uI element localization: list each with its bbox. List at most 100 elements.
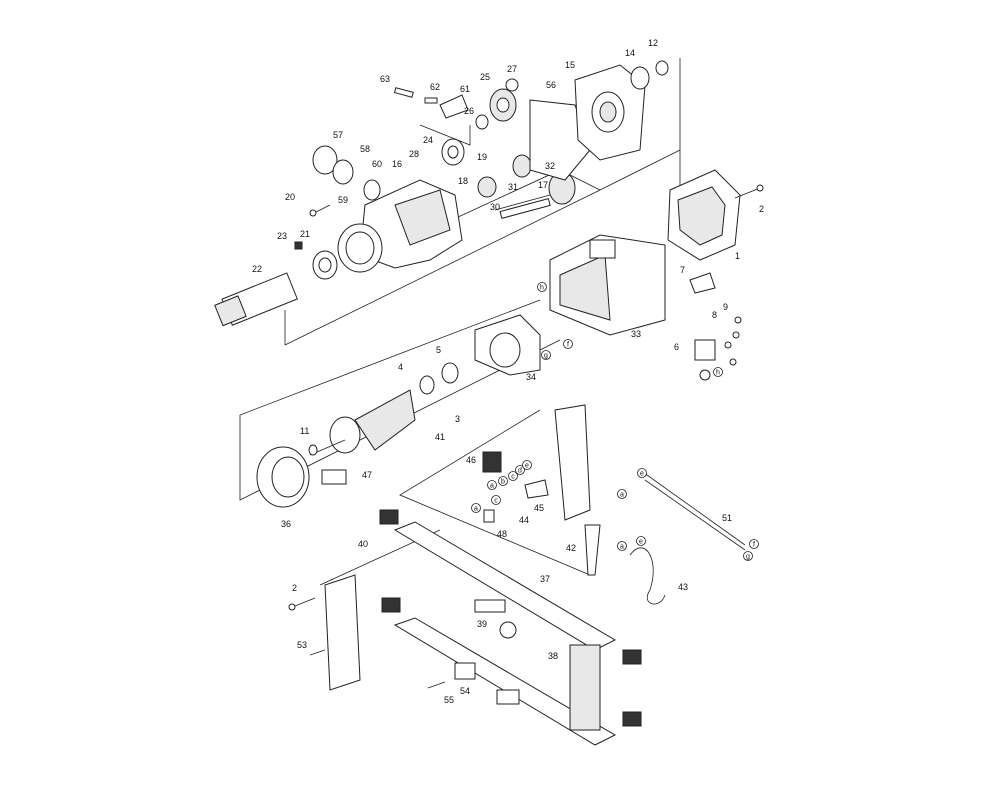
cap-40: [379, 509, 399, 525]
washer-58: [332, 159, 354, 185]
switch-46: [482, 451, 502, 473]
wire-tag-letter: f: [567, 342, 569, 349]
wire-tag-circle: [749, 539, 759, 549]
wire-tag-letter: e: [525, 463, 529, 470]
part-47: [321, 469, 347, 485]
washer-26: [475, 114, 489, 130]
part-number-label: 61: [460, 84, 470, 94]
ring-12: [655, 60, 669, 76]
wire-tag: d: [515, 465, 525, 475]
frame-top-bar: [393, 521, 617, 651]
part-number-label: 23: [277, 231, 287, 241]
cord-43: [629, 547, 666, 605]
part-number-label: 31: [508, 182, 518, 192]
wire-tag: a: [617, 489, 627, 499]
pin-62: [424, 97, 438, 104]
part-number-label: 60: [372, 159, 382, 169]
part-number-label: 41: [435, 432, 445, 442]
bearing-14: [630, 66, 650, 90]
part-number-label: 32: [545, 161, 555, 171]
part-number-label: 8: [712, 310, 717, 320]
wire-tag: e: [636, 536, 646, 546]
part-number-label: 59: [338, 195, 348, 205]
wire-tag-circle: [522, 460, 532, 470]
wire-tag-circle: [637, 468, 647, 478]
screw-20: [309, 209, 317, 217]
part-number-label: 51: [722, 513, 732, 523]
wire-tag-letter: e: [639, 539, 643, 546]
wire-tag-circle: [515, 465, 525, 475]
wire-tag-circle: [508, 471, 518, 481]
wire-tag-circle: [541, 350, 551, 360]
part-number-label: 24: [423, 135, 433, 145]
bracket-right: [496, 689, 520, 705]
wire-tag: h: [713, 367, 723, 377]
part-number-label: 26: [464, 106, 474, 116]
part-number-label: 57: [333, 130, 343, 140]
handle-41: [554, 404, 591, 521]
wire-tag-circle: [487, 480, 497, 490]
wire-tag: a: [487, 480, 497, 490]
wire-tag-letter: h: [540, 285, 544, 292]
wire-tag: e: [522, 460, 532, 470]
lever-61: [439, 94, 469, 119]
wire-tag-circle: [617, 541, 627, 551]
sleeve-42: [584, 524, 601, 576]
wire-tag-letter: b: [501, 479, 505, 486]
part-number-label: 27: [507, 64, 517, 74]
wire-tag: c: [508, 471, 518, 481]
bracket-block: [474, 599, 506, 613]
wire-tag-circle: [743, 551, 753, 561]
shaft-30: [499, 198, 551, 219]
part-number-label: 1: [735, 251, 740, 261]
wire-tag-letter: c: [494, 498, 498, 505]
part-number-label: 11: [300, 426, 309, 436]
part-number-label: 37: [540, 574, 550, 584]
part-number-label: 46: [466, 455, 476, 465]
motor-housing-group: [474, 169, 764, 381]
pin-63: [393, 87, 414, 98]
part-number-label: 40: [358, 539, 368, 549]
part-number-label: 62: [430, 82, 440, 92]
part-number-label: 19: [477, 152, 487, 162]
clamp-45: [524, 479, 549, 499]
pinion-18: [477, 176, 497, 198]
armature-3: [354, 389, 416, 451]
gear-housing-group: [214, 60, 669, 327]
part-number-label: 55: [444, 695, 454, 705]
part-number-label: 63: [380, 74, 390, 84]
bracket-54: [454, 662, 476, 680]
part-number-label: 22: [252, 264, 262, 274]
wire-tag: f: [749, 539, 759, 549]
gasket-56: [529, 99, 591, 181]
wire-tag-circle: [471, 503, 481, 513]
wire-tag: b: [498, 476, 508, 486]
wire-51: [639, 469, 746, 551]
key-23: [294, 241, 303, 250]
washer-11: [308, 444, 318, 456]
part-number-label: 48: [497, 529, 507, 539]
part-number-label: 42: [566, 543, 576, 553]
part-number-label: 6: [674, 342, 679, 352]
wire-tag: g: [743, 551, 753, 561]
part-number-label: 2: [759, 204, 764, 214]
ring-27: [505, 78, 519, 92]
part-number-label: 5: [436, 345, 441, 355]
wire-tag-letter: e: [640, 471, 644, 478]
wire-tag-letter: a: [620, 544, 624, 551]
wire-tag-circle: [617, 489, 627, 499]
part-number-label: 44: [519, 515, 529, 525]
part-number-label: 58: [360, 144, 370, 154]
bearing-4: [419, 375, 435, 395]
terminal-48: [483, 509, 495, 523]
stand-group: [288, 509, 642, 746]
wire-tag-letter: f: [753, 542, 755, 549]
part-number-label: 25: [480, 72, 490, 82]
part-number-label: 9: [723, 302, 728, 312]
wire-tag-letter: c: [511, 474, 515, 481]
part-number-label: 56: [546, 80, 556, 90]
part-number-label: 3: [455, 414, 460, 424]
part-number-label: 47: [362, 470, 372, 480]
